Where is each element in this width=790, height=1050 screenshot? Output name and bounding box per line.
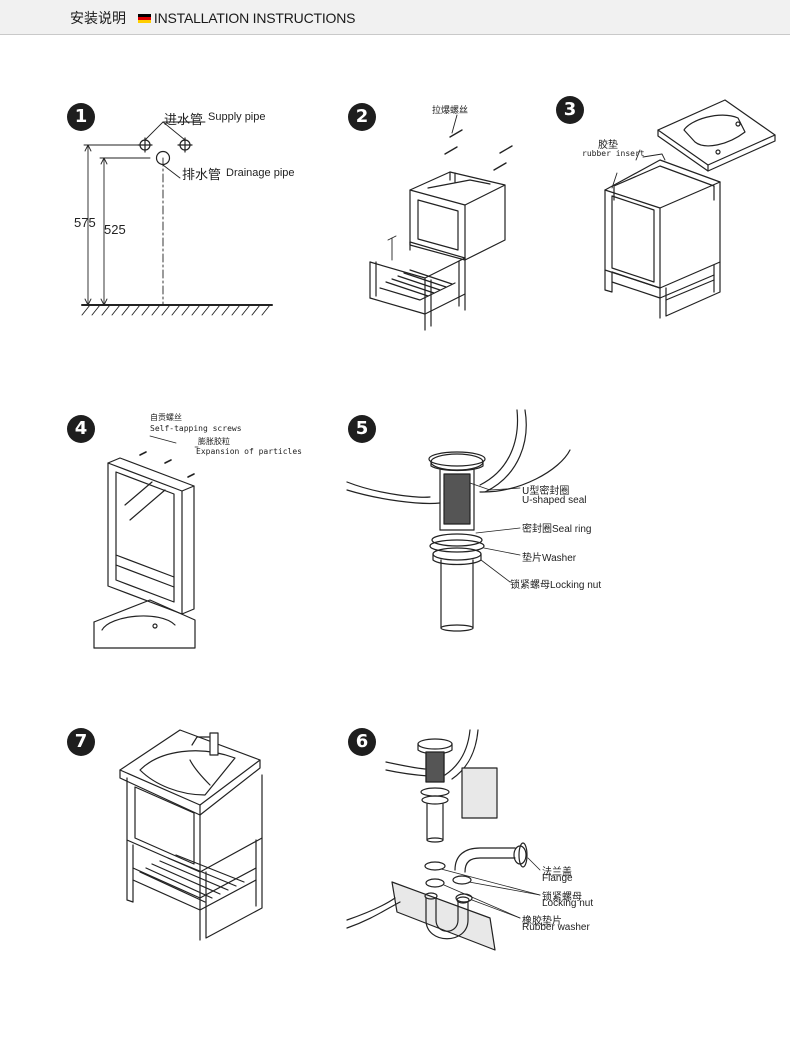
washer-label-en: Washer <box>542 553 577 564</box>
step-number-badge-5: 5 <box>348 415 376 443</box>
drainage-pipe-label-cn: 排水管 <box>182 168 222 183</box>
locking-nut-label-en: Locking nut <box>550 580 602 591</box>
u-shaped-seal-label-cn: U型密封圈 <box>522 486 570 497</box>
self-tapping-screws-label-en: Self-tapping screws <box>150 424 242 433</box>
expansion-particles-label-cn: 膨胀胶粒 <box>198 437 230 446</box>
flange-label-en: Flange <box>542 873 573 884</box>
step-5-drawing <box>346 409 571 632</box>
rubber-washer-label-cn: 橡胶垫片 <box>522 916 562 927</box>
step-7-drawing <box>119 729 263 941</box>
page-title: 安装说明 INSTALLATION INSTRUCTIONS <box>70 8 355 28</box>
seal-ring-label-cn: 密封圈 <box>522 524 552 535</box>
expansion-particles-label-en: Expansion of particles <box>196 447 302 456</box>
step-number-badge-6: 6 <box>348 728 376 756</box>
step-1-drawing <box>81 121 273 316</box>
supply-height-dimension: 575 <box>74 215 96 230</box>
step-3-drawing <box>604 99 776 319</box>
expansion-screw-label-cn: 拉爆螺丝 <box>432 106 469 116</box>
locking-nut-label-cn: 锁紧螺母 <box>510 580 550 591</box>
step-2-drawing <box>369 114 513 331</box>
step-6-drawing <box>346 729 541 951</box>
supply-pipe-label-cn: 进水管 <box>164 113 204 128</box>
german-flag-icon <box>137 13 151 23</box>
rubber-insert-label-en: rubber insert <box>582 149 645 158</box>
drainage-height-dimension: 525 <box>104 222 126 237</box>
rubber-insert-label-cn: 胶垫 <box>598 140 618 151</box>
step6-locking-nut-label-cn: 锁紧螺母 <box>542 892 582 903</box>
self-tapping-screws-label-cn: 自贡螺丝 <box>150 413 182 422</box>
step-number-badge-1: 1 <box>67 103 95 131</box>
flange-label-cn: 法兰盖 <box>542 867 572 878</box>
step6-locking-nut-label-en: Locking nut <box>542 898 594 909</box>
seal-ring-label: 密封圈Seal ring <box>522 520 591 535</box>
locking-nut-label: 锁紧螺母Locking nut <box>510 576 601 591</box>
supply-pipe-label-en: Supply pipe <box>208 111 266 123</box>
step-number-badge-4: 4 <box>67 415 95 443</box>
page-title-cn: 安装说明 <box>70 11 126 27</box>
rubber-washer-label-en: Rubber washer <box>522 922 590 933</box>
seal-ring-label-en: Seal ring <box>552 524 592 535</box>
step-number-badge-2: 2 <box>348 103 376 131</box>
step-number-badge-3: 3 <box>556 96 584 124</box>
drainage-pipe-label-en: Drainage pipe <box>226 167 295 179</box>
step-4-drawing <box>93 435 199 649</box>
u-shaped-seal-label-en: U-shaped seal <box>522 495 587 506</box>
washer-label: 垫片Washer <box>522 549 576 564</box>
step-number-badge-7: 7 <box>67 728 95 756</box>
washer-label-cn: 垫片 <box>522 553 542 564</box>
header-bar: 安装说明 INSTALLATION INSTRUCTIONS <box>0 0 790 35</box>
page-title-en: INSTALLATION INSTRUCTIONS <box>153 10 356 26</box>
